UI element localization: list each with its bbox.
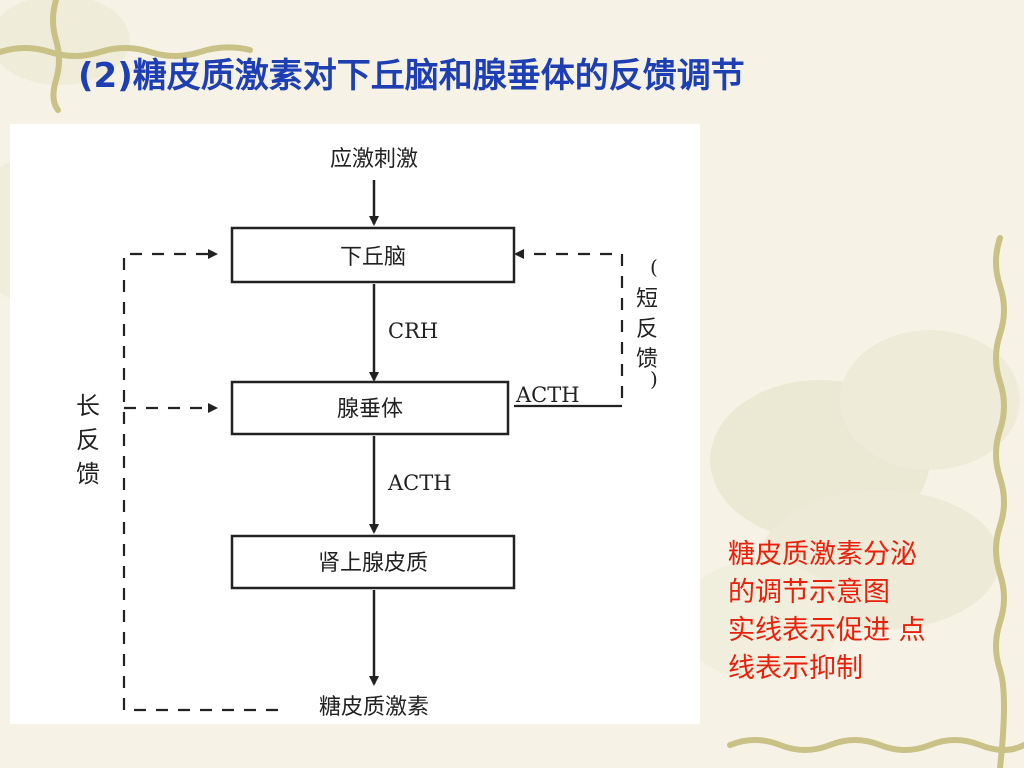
feedback-diagram: 应激刺激 下丘脑 腺垂体 肾上腺皮质 CRH ACTH ACTH 糖皮质激素 (76, 147, 658, 720)
short-feedback-char-2: 反 (636, 317, 658, 342)
slide-title: (2)糖皮质激素对下丘脑和腺垂体的反馈调节 (78, 56, 745, 96)
diagram-panel: 应激刺激 下丘脑 腺垂体 肾上腺皮质 CRH ACTH ACTH 糖皮质激素 (10, 124, 700, 724)
caption-line-3: 实线表示促进 点 (728, 615, 926, 646)
pituitary-label: 腺垂体 (337, 397, 403, 422)
caption-line-4: 线表示抑制 (728, 653, 863, 684)
long-feedback-char-2: 反 (76, 426, 100, 454)
acth-short-label: ACTH (515, 383, 580, 407)
output-label: 糖皮质激素 (319, 695, 429, 720)
vine-right (993, 235, 1007, 768)
short-feedback-paren-open: ( (650, 255, 658, 279)
short-feedback-char-1: 短 (636, 287, 658, 312)
caption-line-2: 的调节示意图 (728, 577, 890, 608)
adrenal-cortex-box: 肾上腺皮质 (230, 534, 516, 590)
hypothalamus-label: 下丘脑 (340, 245, 406, 270)
pituitary-box: 腺垂体 (230, 380, 510, 436)
adrenal-cortex-label: 肾上腺皮质 (318, 551, 428, 576)
acth-label: ACTH (387, 471, 452, 495)
short-feedback-loop (514, 249, 624, 398)
long-feedback-loop (122, 249, 278, 712)
hypothalamus-box: 下丘脑 (230, 226, 516, 284)
short-feedback-char-3: 馈 (636, 347, 658, 372)
stimulus-label: 应激刺激 (330, 147, 418, 172)
long-feedback-char-3: 馈 (76, 460, 100, 488)
vine-top-left (0, 0, 253, 113)
diagram-caption: 糖皮质激素分泌 的调节示意图 实线表示促进 点 线表示抑制 (728, 536, 988, 688)
crh-label: CRH (388, 319, 438, 343)
long-feedback-char-1: 长 (76, 392, 100, 420)
caption-line-1: 糖皮质激素分泌 (728, 539, 917, 570)
short-feedback-paren-close: ) (650, 367, 658, 391)
vine-bottom (727, 737, 1024, 753)
